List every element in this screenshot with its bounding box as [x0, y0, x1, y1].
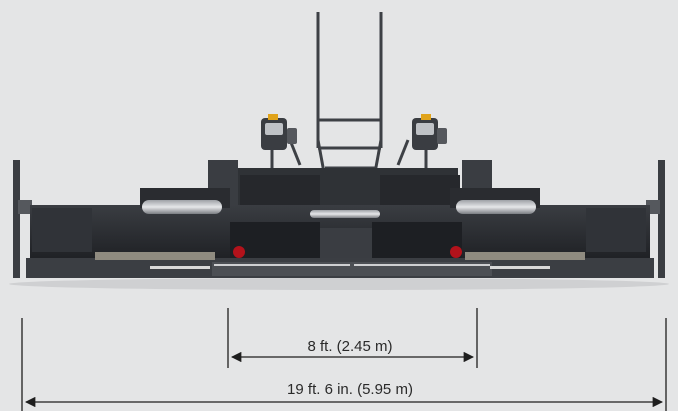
inner-width-label: 8 ft. (2.45 m) [307, 338, 392, 355]
right-auger-tube [456, 200, 536, 214]
ground-shadow [9, 278, 669, 290]
paver-machine [9, 12, 669, 290]
outer-dimension: 19 ft. 6 in. (5.95 m) [21, 318, 667, 411]
left-auger-tube [142, 200, 222, 214]
right-control-console [396, 114, 447, 178]
screed-body [30, 188, 650, 259]
left-control-console [261, 114, 302, 178]
inner-dimension: 8 ft. (2.45 m) [227, 308, 478, 368]
tail-lights [233, 246, 462, 258]
outer-width-label: 19 ft. 6 in. (5.95 m) [287, 381, 413, 398]
screed-plate [26, 252, 654, 278]
